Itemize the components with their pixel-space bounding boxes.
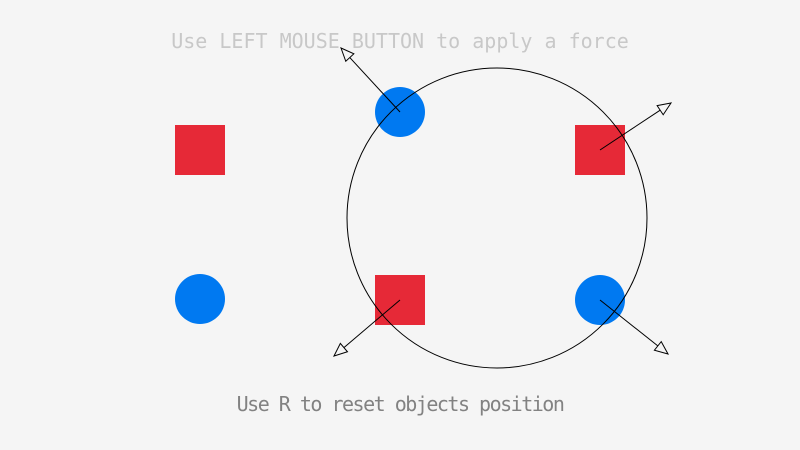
instruction-apply-force-text: Use LEFT MOUSE BUTTON to apply a force [171, 29, 629, 53]
instruction-reset-text: Use R to reset objects position [236, 392, 565, 416]
force-radius-circle [346, 67, 648, 369]
force-arrow-1 [340, 47, 401, 113]
force-arrow-4 [599, 299, 670, 355]
force-arrow-3 [333, 299, 401, 357]
force-arrow-2 [599, 102, 673, 151]
physics-body-blue-ball-bottom-left[interactable] [175, 274, 225, 324]
physics-body-red-box-left[interactable] [175, 125, 225, 175]
